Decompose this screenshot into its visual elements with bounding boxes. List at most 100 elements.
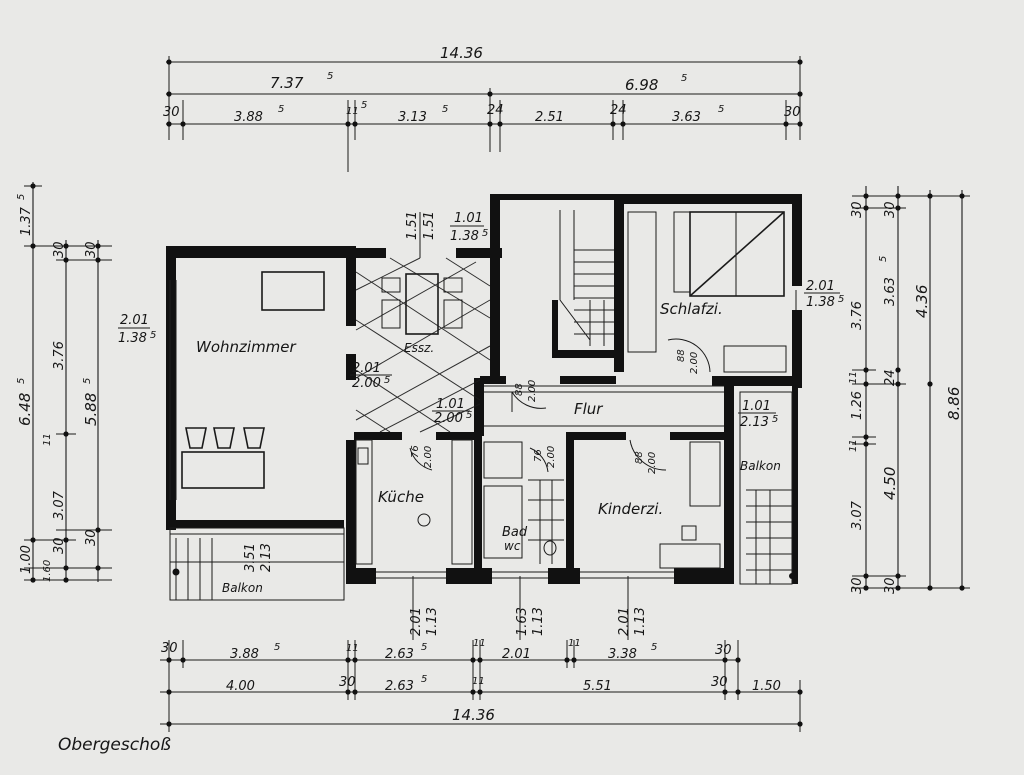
top-left-half: 7.37	[270, 74, 304, 92]
left-inner-5: 1.60	[42, 560, 53, 582]
top-seg-8: 30	[784, 105, 801, 120]
right-col3-0: 4.36	[913, 285, 931, 318]
essen-door-width: 2.01	[352, 361, 381, 376]
right-col1-5: 3.07	[850, 500, 865, 530]
bottom-total: 14.36	[452, 706, 495, 724]
left-inner-4: 30	[52, 537, 67, 554]
room-label-bad: Bad	[502, 525, 528, 540]
bottom-r2-6: 1.50	[752, 679, 781, 694]
bottom-r1-1: 3.88	[230, 647, 259, 662]
wohn-balkon-height: 2.13	[259, 543, 274, 572]
balkon-door-height-sup: 5	[772, 414, 778, 425]
right-col1-2: 11	[848, 371, 859, 384]
left-dimension-chains: 1.37 5 6.48 5 1.00 30 3.76 11 3.07 30 1.…	[16, 182, 112, 583]
kinder-door-height: 2.00	[647, 452, 658, 474]
top-total: 14.36	[440, 44, 483, 62]
left-outer-1: 6.48	[16, 393, 34, 426]
kueche-window-height: 1.13	[425, 607, 440, 636]
left-inner2-1: 5.88	[82, 393, 100, 426]
right-col1-3: 1.26	[850, 391, 865, 420]
essen-door-height-sup: 5	[384, 375, 390, 386]
bottom-r2-2-sup: 5	[421, 674, 427, 685]
bottom-r1-2: 11	[346, 643, 359, 654]
left-outer-1-sup: 5	[16, 378, 27, 384]
essen-top-d: 1.38	[450, 229, 479, 244]
top-seg-1-sup: 5	[278, 104, 284, 115]
room-label-flur: Flur	[574, 400, 603, 418]
left-inner2-2: 30	[84, 529, 99, 546]
flur-stair-door-height: 2.00	[527, 380, 538, 402]
walls	[166, 194, 802, 584]
right-col3-1: 8.86	[945, 387, 963, 420]
kueche-door-width: 76	[410, 445, 421, 458]
top-seg-6: 24	[610, 103, 627, 118]
balkon-door-height: 2.13	[740, 415, 769, 430]
right-col2-1-sup: 5	[878, 256, 889, 262]
right-col1-4: 11	[848, 439, 859, 452]
kueche-door-height: 2.00	[423, 446, 434, 468]
room-label-kueche: Küche	[378, 488, 424, 506]
left-inner2-0: 30	[84, 241, 99, 258]
right-dimension-chains: 30 3.76 11 1.26 11 3.07 30 30 3.63 5 24 …	[848, 186, 970, 594]
right-col2-2: 24	[883, 369, 898, 386]
bottom-r2-0: 4.00	[226, 679, 255, 694]
top-seg-1: 3.88	[234, 110, 263, 125]
kinder-window-width: 2.01	[617, 607, 632, 636]
bottom-r1-5: 2.01	[502, 647, 531, 662]
top-seg-0: 30	[163, 105, 180, 120]
room-label-kinderzimmer: Kinderzi.	[598, 500, 663, 518]
room-label-balkon-right: Balkon	[740, 459, 781, 473]
top-seg-2-sup: 5	[361, 100, 367, 111]
kinder-door-width: 88	[634, 451, 645, 464]
right-col2-0: 30	[883, 201, 898, 218]
schlaf-door-width: 88	[676, 349, 687, 362]
top-right-half: 6.98	[625, 76, 658, 94]
wohn-window-width: 2.01	[120, 313, 149, 328]
essen-top-d-sup: 5	[482, 228, 488, 239]
room-label-wohnzimmer: Wohnzimmer	[196, 338, 297, 356]
room-label-balkon-left: Balkon	[222, 581, 263, 595]
right-col2-4: 30	[883, 577, 898, 594]
bottom-r1-7: 3.38	[608, 647, 637, 662]
bottom-r1-8: 30	[715, 643, 732, 658]
bad-window-height: 1.13	[531, 607, 546, 636]
right-col1-0: 30	[850, 201, 865, 218]
top-right-half-sup: 5	[681, 73, 687, 84]
balkon-door-width: 1.01	[742, 399, 771, 414]
essen-top-a: 1.51	[405, 211, 420, 240]
left-inner2-1-sup: 5	[82, 378, 93, 384]
bad-door-height: 2.00	[546, 446, 557, 468]
left-inner-2: 11	[42, 433, 53, 446]
top-seg-7: 3.63	[672, 110, 701, 125]
bad-window-width: 1.63	[515, 607, 530, 636]
wohn-window-height-sup: 5	[150, 330, 156, 341]
schlaf-window-height-sup: 5	[838, 294, 844, 305]
room-label-essen: Essz.	[404, 341, 434, 355]
wohn-balkon-width: 3.51	[243, 543, 258, 572]
bottom-r1-1-sup: 5	[274, 642, 280, 653]
drawing-title: Obergeschoß	[58, 735, 171, 755]
flur-door-height: 2.00	[434, 411, 463, 426]
room-labels: Wohnzimmer Essz. Schlafzi. Flur Küche Ba…	[196, 300, 781, 595]
essen-top-b: 1.51	[422, 211, 437, 240]
room-label-wc: wc	[504, 539, 521, 553]
top-seg-5: 2.51	[535, 110, 564, 125]
essen-top-c: 1.01	[454, 211, 483, 226]
bottom-r1-7-sup: 5	[651, 642, 657, 653]
top-seg-7-sup: 5	[718, 104, 724, 115]
bottom-r2-2: 2.63	[385, 679, 414, 694]
bottom-r2-4: 5.51	[583, 679, 612, 694]
flur-door-width: 1.01	[436, 397, 465, 412]
kueche-window-width: 2.01	[409, 607, 424, 636]
bottom-r1-6: 11	[568, 638, 581, 649]
left-outer-0-sup: 5	[16, 194, 27, 200]
bad-door-width: 76	[533, 449, 544, 462]
interior-details	[169, 210, 797, 640]
bottom-r1-3-sup: 5	[421, 642, 427, 653]
bottom-r1-4: 11	[473, 638, 486, 649]
top-seg-4: 24	[487, 103, 504, 118]
right-col2-1: 3.63	[883, 277, 898, 306]
wohn-window-height: 1.38	[118, 331, 147, 346]
essen-door-height: 2.00	[352, 376, 381, 391]
